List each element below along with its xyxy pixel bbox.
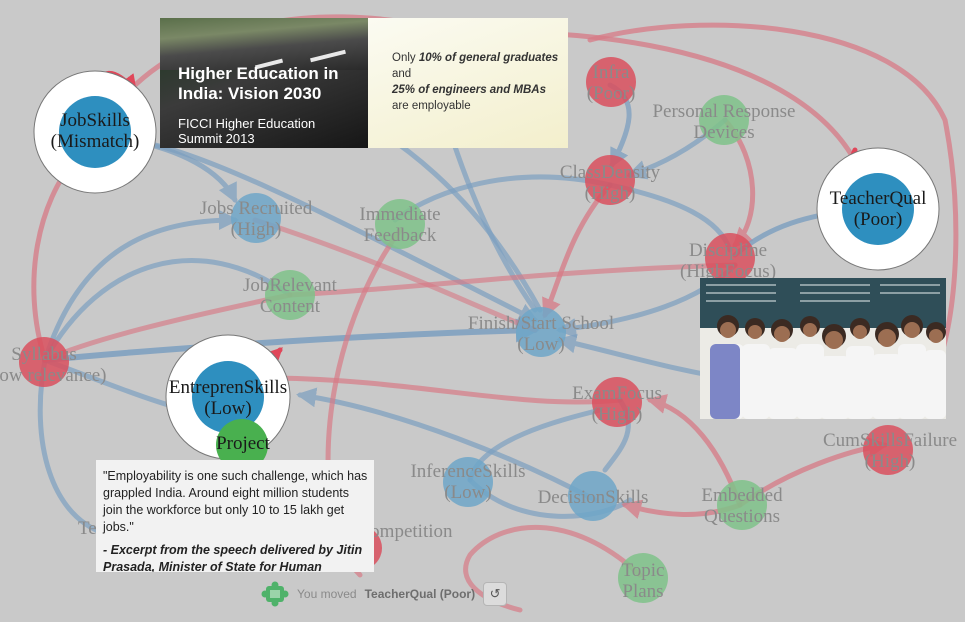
node-state: (High)	[585, 183, 636, 204]
node-finish-start-school[interactable]: Finish/Start School (Low)	[468, 307, 614, 357]
node-state: (Poor)	[587, 83, 636, 104]
node-entrepren[interactable]: EntreprenSkills (Low)	[169, 361, 287, 433]
node-label: JobSkills	[60, 110, 130, 131]
quote-attribution: - Excerpt from the speech delivered by J…	[103, 543, 363, 572]
banner-title: Higher Education in India: Vision 2030	[178, 64, 339, 103]
node-state: (Low)	[444, 482, 491, 503]
node-classdensity[interactable]: ClassDensity (High)	[560, 155, 661, 205]
banner-subtitle: FICCI Higher Education Summit 2013	[178, 116, 316, 146]
node-state: Feedback	[364, 225, 437, 246]
edge	[542, 182, 613, 319]
node-jobskills[interactable]: JobSkills (Mismatch)	[51, 96, 140, 168]
banner-line2: and	[392, 68, 412, 80]
node-embedded-questions[interactable]: Embedded Questions	[701, 480, 783, 530]
puzzle-move-icon	[261, 581, 289, 607]
banner-road-photo: Higher Education in India: Vision 2030 F…	[160, 18, 368, 148]
edge	[42, 318, 540, 363]
node-state: (Low)	[204, 398, 251, 419]
banner-line3-emphasis: 25% of engineers and MBAs	[392, 84, 547, 96]
node-cumskillsfailure[interactable]: CumSkillsFailure (High)	[823, 425, 957, 475]
node-label: DecisionSkills	[538, 487, 649, 508]
node-state: (Low relevance)	[0, 365, 107, 386]
banner-line1-emphasis: 10% of general graduates	[418, 52, 559, 64]
node-examfocus[interactable]: ExamFocus (High)	[572, 377, 662, 427]
node-label: ExamFocus	[572, 383, 662, 404]
node-label: CumSkillsFailure	[823, 430, 957, 451]
node-state: Questions	[704, 506, 780, 527]
edge	[252, 217, 538, 333]
node-te[interactable]: Te	[78, 518, 97, 539]
node-label: Competition	[358, 521, 454, 542]
node-immediate-feedback[interactable]: Immediate Feedback	[359, 199, 441, 249]
status-moved-node: TeacherQual (Poor)	[364, 587, 476, 601]
edge	[587, 22, 959, 373]
node-state: (High)	[592, 404, 643, 425]
node-state: Content	[260, 296, 321, 317]
node-label: JobRelevant	[243, 275, 338, 296]
node-state: (Low)	[517, 334, 564, 355]
node-label: Jobs Recruited	[200, 198, 313, 219]
node-label: InferenceSkills	[410, 461, 525, 482]
quote-text: "Employability is one such challenge, wh…	[103, 469, 368, 534]
node-label: Personal Response	[652, 101, 795, 122]
node-state: (HighFocus)	[680, 261, 776, 282]
edge	[37, 357, 113, 538]
banner-statistic-text: Only 10% of general graduates and 25% of…	[368, 18, 568, 148]
node-label: Immediate	[359, 204, 440, 225]
node-state: (Mismatch)	[51, 131, 140, 152]
quote-card: "Employability is one such challenge, wh…	[96, 460, 374, 572]
node-state: (High)	[865, 451, 916, 472]
node-label: Infra	[593, 62, 630, 83]
ficci-banner-image: Higher Education in India: Vision 2030 F…	[160, 18, 568, 148]
node-teacherqual[interactable]: TeacherQual (Poor)	[830, 173, 927, 245]
node-label: ClassDensity	[560, 162, 661, 183]
undo-button[interactable]: ↺	[483, 582, 508, 606]
node-label: Topic	[622, 560, 665, 581]
node-label: TeacherQual	[830, 188, 927, 209]
banner-line4: are employable	[392, 100, 471, 112]
edge	[42, 210, 239, 363]
node-infra[interactable]: Infra (Poor)	[586, 57, 636, 107]
node-project[interactable]: Project	[216, 419, 271, 471]
node-discipline[interactable]: Discipline (HighFocus)	[680, 233, 776, 283]
node-label: Discipline	[689, 240, 767, 261]
node-personal-response-devices[interactable]: Personal Response Devices	[652, 95, 796, 145]
edge	[42, 258, 293, 363]
edge	[287, 262, 738, 298]
undo-icon: ↺	[489, 586, 501, 601]
banner-line1-prefix: Only	[392, 52, 419, 64]
node-state: (Poor)	[854, 209, 903, 230]
edge	[296, 387, 598, 503]
move-status-bar: You moved TeacherQual (Poor) ↺	[261, 581, 508, 607]
node-state: Plans	[622, 581, 663, 602]
node-jobs-recruited[interactable]: Jobs Recruited (High)	[200, 193, 313, 243]
node-label: Finish/Start School	[468, 313, 614, 334]
node-topic-plans[interactable]: Topic Plans	[618, 553, 668, 603]
node-label: Syllabus	[11, 344, 76, 365]
road-scene	[160, 18, 368, 70]
node-syllabus[interactable]: Syllabus (Low relevance)	[0, 337, 107, 387]
node-label: EntreprenSkills	[169, 377, 287, 398]
node-label: Te	[78, 518, 97, 539]
status-prefix: You moved	[297, 587, 357, 601]
node-state: Devices	[693, 122, 754, 143]
students-photo	[700, 278, 946, 419]
node-state: (High)	[231, 219, 282, 240]
node-jobrelevant-content[interactable]: JobRelevant Content	[243, 270, 338, 320]
edge	[272, 375, 623, 405]
node-label: Embedded	[701, 485, 783, 506]
node-decisionskills[interactable]: DecisionSkills	[538, 471, 649, 521]
node-label: Project	[216, 433, 271, 454]
node-inferenceskills[interactable]: InferenceSkills (Low)	[410, 457, 526, 507]
